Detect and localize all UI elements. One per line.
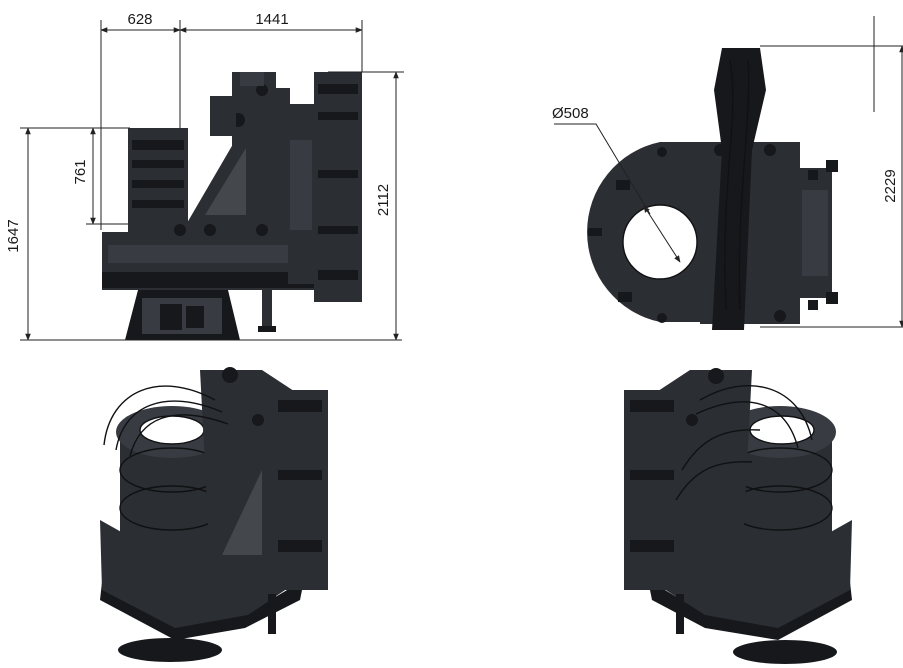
dim-front-width-left: 628 xyxy=(127,11,152,28)
dim-front-height-total: 1647 xyxy=(5,219,22,252)
top-plan-view: Ø508 2229 xyxy=(552,16,903,330)
dim-top-height: 2229 xyxy=(882,169,899,202)
isometric-view-left xyxy=(100,367,328,662)
dim-top-diameter: Ø508 xyxy=(552,105,589,122)
front-elevation-view: 628 1441 1647 761 2112 xyxy=(5,11,404,341)
isometric-view-right xyxy=(624,368,852,664)
dim-front-height-right: 2112 xyxy=(375,184,392,216)
dim-front-height-inner: 761 xyxy=(72,159,89,184)
dim-front-width-right: 1441 xyxy=(255,11,288,28)
